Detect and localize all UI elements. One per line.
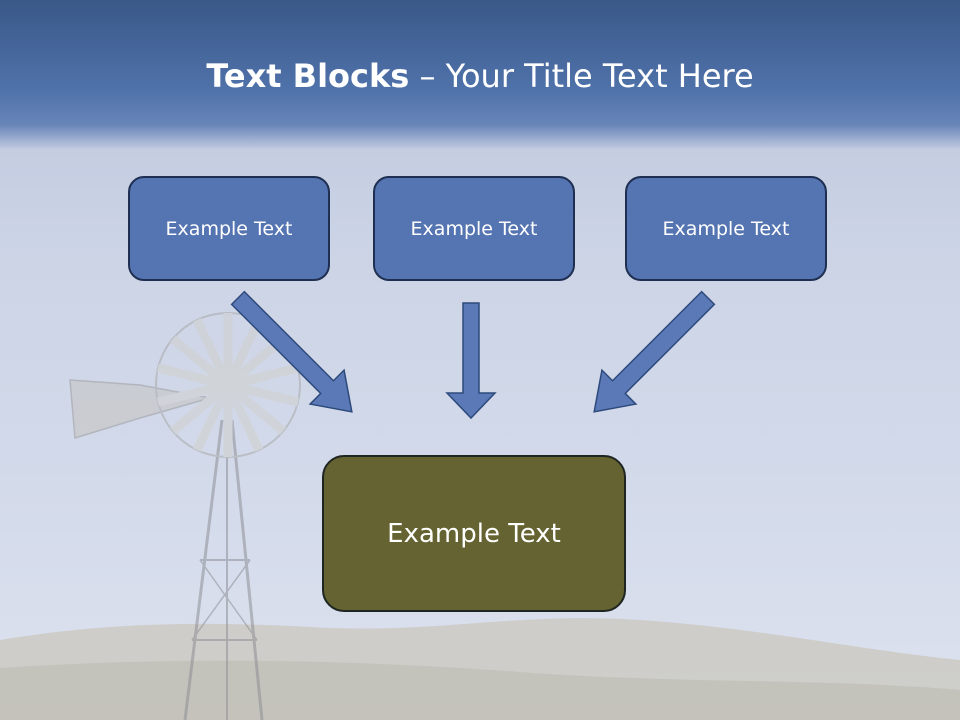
top-box-left-label: Example Text [165,217,293,240]
bottom-box[interactable]: Example Text [322,455,626,612]
top-box-right[interactable]: Example Text [625,176,827,281]
arrow-down-left-icon [593,290,716,413]
title-regular-text: – Your Title Text Here [409,57,754,95]
windmill-icon [69,312,301,720]
arrow-down-right-icon [230,290,353,413]
arrow-down-icon [445,302,497,420]
top-box-center[interactable]: Example Text [373,176,575,281]
title-bold-text: Text Blocks [206,57,410,95]
slide-title: Text Blocks – Your Title Text Here [0,54,960,98]
top-box-center-label: Example Text [410,217,538,240]
bottom-box-label: Example Text [387,518,561,549]
top-box-right-label: Example Text [662,217,790,240]
top-box-left[interactable]: Example Text [128,176,330,281]
